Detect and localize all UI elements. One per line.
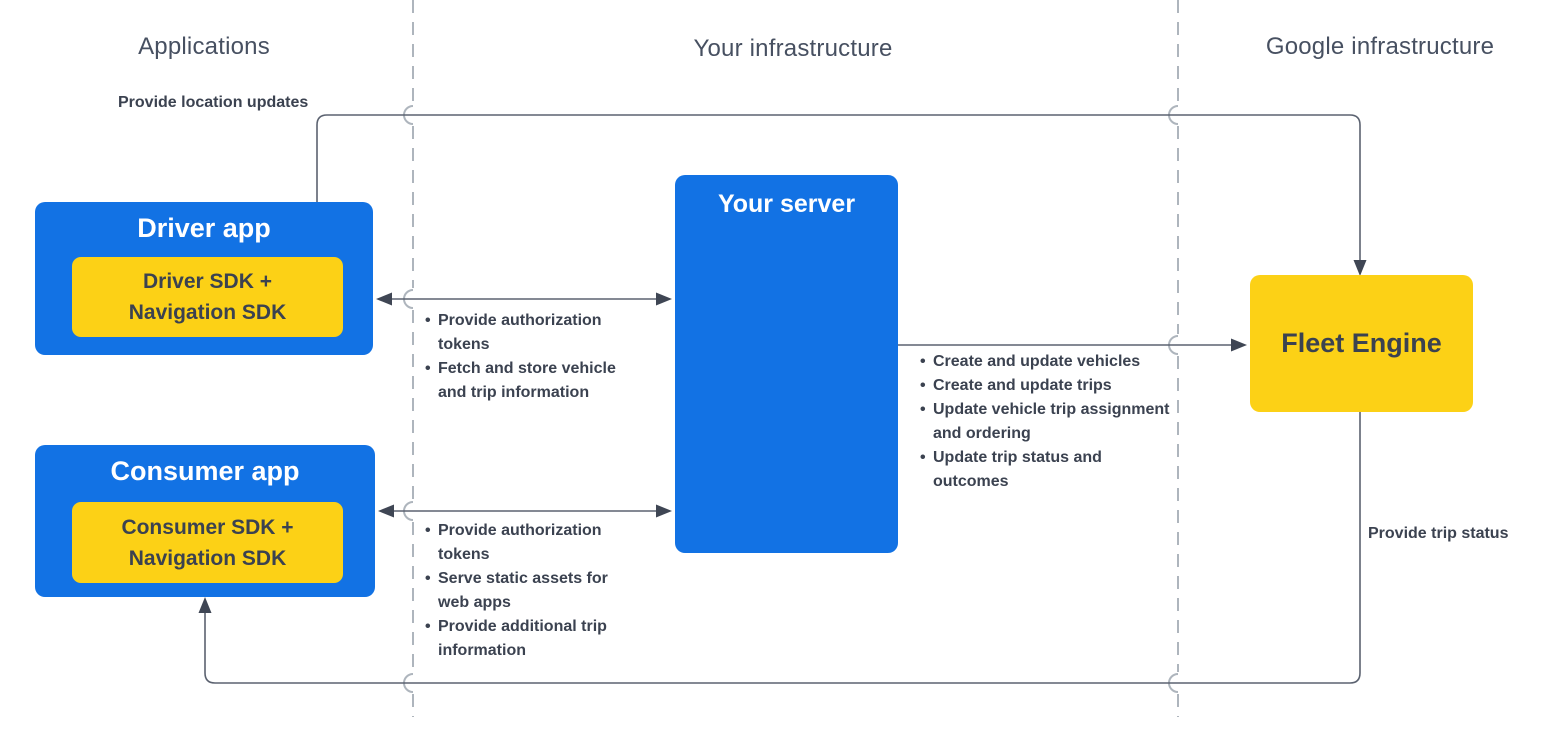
arrowhead-into-server-left-lower xyxy=(656,504,672,518)
arrowhead-into-consumer-app xyxy=(378,504,394,518)
bullet-text: Provide additional trip information xyxy=(438,618,607,659)
bullet-list-driver-server: • Provide authorization tokens • Fetch and … xyxy=(425,309,643,405)
bullet-dot: • xyxy=(425,618,431,635)
driver-sdk-box: Driver SDK + Navigation SDK xyxy=(72,257,343,337)
arrowhead-into-server-left-upper xyxy=(656,292,672,306)
arrowhead-into-fleet-engine-top xyxy=(1353,260,1367,276)
column-header-applications: Applications xyxy=(138,33,270,60)
bullet-dot: • xyxy=(920,401,926,418)
label-provide-location-updates: Provide location updates xyxy=(118,94,309,111)
bullet-dot: • xyxy=(425,570,431,587)
bullet-dot: • xyxy=(920,353,926,370)
connector-trip-status xyxy=(204,412,1361,684)
driver-app-title: Driver app xyxy=(137,213,271,243)
your-server-title: Your server xyxy=(717,190,856,218)
driver-app-box: Driver app Driver SDK + Navigation SDK xyxy=(35,202,373,355)
arrowhead-into-consumer-app-bottom xyxy=(198,597,212,613)
consumer-app-box: Consumer app Consumer SDK + Navigation S… xyxy=(35,445,375,597)
bullet-text: Update vehicle trip assignment and order… xyxy=(933,401,1170,442)
bullet-item: • Create and update trips xyxy=(920,374,1176,398)
bullet-text: Create and update trips xyxy=(933,377,1112,394)
bullet-item: • Serve static assets for web apps xyxy=(425,567,643,615)
bullet-dot: • xyxy=(920,449,926,466)
your-server-box: Your server xyxy=(675,175,898,553)
fleet-engine-box: Fleet Engine xyxy=(1250,275,1473,412)
arrowhead-into-driver-app xyxy=(376,292,392,306)
bullet-dot: • xyxy=(920,377,926,394)
bullet-text: Provide authorization tokens xyxy=(438,312,602,353)
connector-location-updates xyxy=(316,114,1361,261)
consumer-sdk-box: Consumer SDK + Navigation SDK xyxy=(72,502,343,583)
bullet-dot: • xyxy=(425,522,431,539)
column-header-google-infrastructure: Google infrastructure xyxy=(1265,33,1495,60)
bullet-item: • Fetch and store vehicle and trip inform… xyxy=(425,357,643,405)
label-provide-trip-status: Provide trip status xyxy=(1368,525,1509,542)
bullet-text: Provide authorization tokens xyxy=(438,522,602,563)
bullet-dot: • xyxy=(425,360,431,377)
bullet-dot: • xyxy=(425,312,431,329)
bullet-item: • Create and update vehicles xyxy=(920,350,1176,374)
bullet-text: Create and update vehicles xyxy=(933,353,1141,370)
bullet-text: Update trip status and outcomes xyxy=(933,449,1102,490)
bullet-item: • Provide additional trip information xyxy=(425,615,643,663)
bullet-list-server-fleet: • Create and update vehicles • Create and u… xyxy=(920,350,1176,494)
bullet-item: • Provide authorization tokens xyxy=(425,309,643,357)
bullet-item: • Update vehicle trip assignment and orde… xyxy=(920,398,1176,446)
column-header-your-infrastructure: Your infrastructure xyxy=(693,35,893,62)
bullet-item: • Update trip status and outcomes xyxy=(920,446,1176,494)
bullet-list-consumer-server: • Provide authorization tokens • Serve stat… xyxy=(425,519,643,663)
bullet-text: Fetch and store vehicle and trip informa… xyxy=(438,360,616,401)
bullet-text: Serve static assets for web apps xyxy=(438,570,608,611)
arrowhead-into-fleet-engine-left xyxy=(1231,338,1247,352)
consumer-app-title: Consumer app xyxy=(110,456,300,486)
bullet-item: • Provide authorization tokens xyxy=(425,519,643,567)
